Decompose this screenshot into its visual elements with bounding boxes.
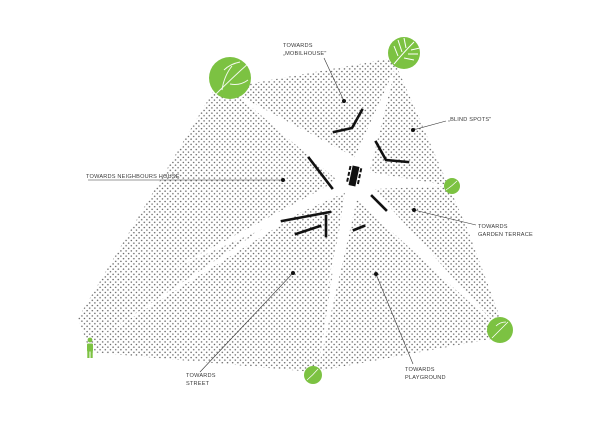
wall-south-west [280,210,332,223]
sight-rays [96,66,500,370]
wall-north [332,108,364,134]
label-playground-line1: TOWARDS [405,367,435,373]
leader-street [199,272,294,373]
label-garden-line2: GARDEN TERRACE [478,232,533,238]
label-street-line1: TOWARDS [186,373,216,379]
wall-south-west-2 [294,224,322,236]
tree-icon [487,317,513,343]
leader-dots [281,99,416,276]
ray-towards-garden [350,170,450,190]
tree-icon [444,178,460,194]
tree-icon [209,57,251,99]
wall-east [370,194,388,212]
wall-north-east [374,140,410,164]
ray-towards-mobilhouse [236,94,360,186]
leader-playground [375,273,414,365]
label-playground-line2: PLAYGROUND [405,375,446,381]
label-blind-spots: „BLIND SPOTS" [448,117,491,123]
tree-icon [388,37,420,69]
walls [280,108,410,238]
leader-garden [413,209,477,226]
ray-towards-playground [346,176,500,330]
label-mobilhouse-line2: „MOBILHOUSE" [283,51,327,57]
label-neighbours: TOWARDS NEIGHBOURS HOUSE [86,174,180,180]
ray-towards-neighbours [170,174,360,270]
label-mobilhouse-line1: TOWARDS [283,43,313,49]
label-garden-line1: TOWARDS [478,224,508,230]
tree-icon [304,366,322,384]
wall-west [307,156,334,190]
leader-mobilhouse [323,57,345,102]
label-street-line2: STREET [186,381,210,387]
leader-blind-spots [412,120,447,131]
leader-lines [88,57,477,373]
person-icon [87,337,93,358]
ray-towards-blindspot-top [348,66,396,178]
wall-south-east [352,224,366,232]
table-icon [346,165,363,187]
ray-towards-street [318,172,360,370]
